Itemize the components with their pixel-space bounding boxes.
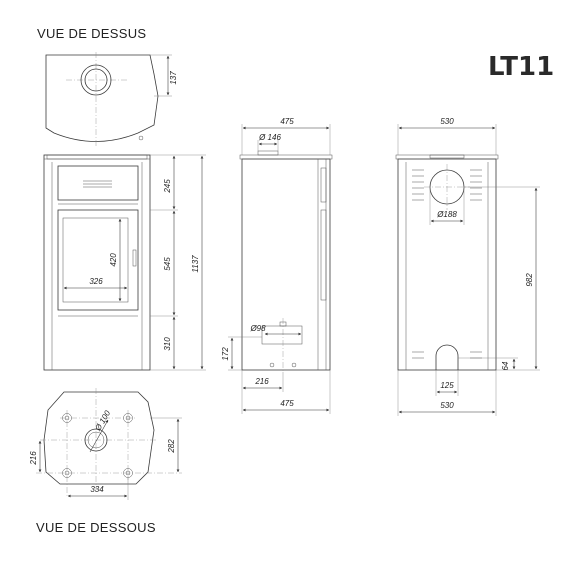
dim-982: 982 bbox=[525, 273, 534, 287]
dim-545: 545 bbox=[163, 257, 172, 271]
bottom-view-label: VUE DE DESSOUS bbox=[36, 520, 156, 535]
dim-334: 334 bbox=[90, 485, 104, 494]
dim-172: 172 bbox=[221, 347, 230, 361]
dim-back-530-bottom: 530 bbox=[440, 401, 454, 410]
dim-282: 282 bbox=[167, 439, 176, 454]
back-view: Ø188 530 982 64 125 530 bbox=[395, 117, 540, 416]
dim-64: 64 bbox=[501, 361, 510, 370]
dim-side-475-bottom: 475 bbox=[280, 399, 294, 408]
dim-side-475-top: 475 bbox=[280, 117, 294, 126]
dim-1137: 1137 bbox=[191, 255, 200, 273]
top-view-label: VUE DE DESSUS bbox=[37, 26, 146, 41]
dim-146: Ø 146 bbox=[258, 133, 281, 142]
dim-125: 125 bbox=[440, 381, 454, 390]
dim-back-530-top: 530 bbox=[440, 117, 454, 126]
bottom-view: Ø 100 282 216 334 bbox=[29, 388, 182, 500]
model-name: LT11 bbox=[488, 52, 554, 82]
dim-420: 420 bbox=[109, 253, 118, 267]
dim-98: Ø98 bbox=[249, 324, 266, 333]
front-view: 420 326 245 545 310 1137 bbox=[43, 154, 206, 371]
side-view: 475 Ø 146 Ø98 172 216 475 bbox=[221, 117, 333, 414]
dim-side-216: 216 bbox=[254, 377, 269, 386]
dim-bottom-216: 216 bbox=[29, 451, 38, 466]
dim-326: 326 bbox=[89, 277, 103, 286]
dim-245: 245 bbox=[163, 179, 172, 194]
dim-137: 137 bbox=[169, 71, 178, 85]
dim-188: Ø188 bbox=[436, 210, 457, 219]
dim-310: 310 bbox=[163, 337, 172, 351]
top-view: 137 bbox=[45, 52, 178, 148]
